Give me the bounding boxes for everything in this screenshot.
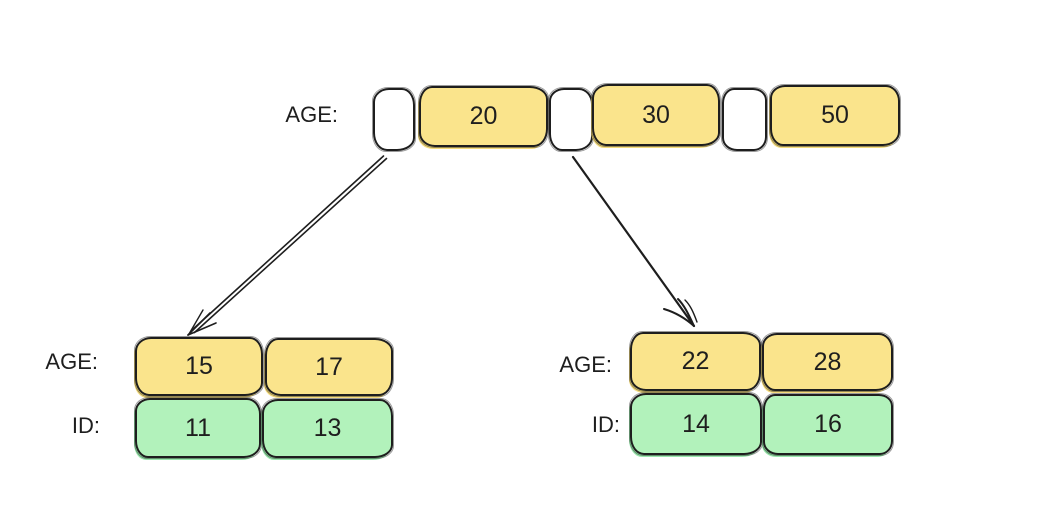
left-leaf-age-label: AGE: (45, 349, 98, 374)
left-child-arrow-icon (187, 155, 388, 336)
right-child-arrow-icon (571, 155, 698, 328)
right-leaf-id-label: ID: (591, 412, 620, 437)
left-leaf-age-cell-2: 17 (264, 337, 394, 397)
root-key-cell-3: 50 (769, 84, 901, 147)
right-leaf-age-label: AGE: (559, 352, 612, 377)
left-leaf-id-cell-2: 13 (261, 398, 394, 459)
root-age-label: AGE: (285, 102, 338, 127)
left-leaf-id-label: ID: (71, 413, 100, 438)
root-pointer-cell-3 (721, 87, 768, 152)
root-pointer-cell-1 (372, 87, 416, 152)
left-leaf-age-cell-1: 15 (134, 336, 264, 397)
right-leaf-age-cell-1: 22 (629, 331, 762, 392)
root-key-cell-1: 20 (418, 85, 549, 148)
left-leaf-id-cell-1: 11 (134, 397, 262, 459)
right-leaf-age-cell-2: 28 (761, 332, 894, 392)
right-leaf-id-cell-1: 14 (629, 392, 763, 456)
root-pointer-cell-2 (548, 87, 594, 152)
root-key-cell-2: 30 (591, 83, 721, 147)
right-leaf-id-cell-2: 16 (762, 393, 894, 456)
